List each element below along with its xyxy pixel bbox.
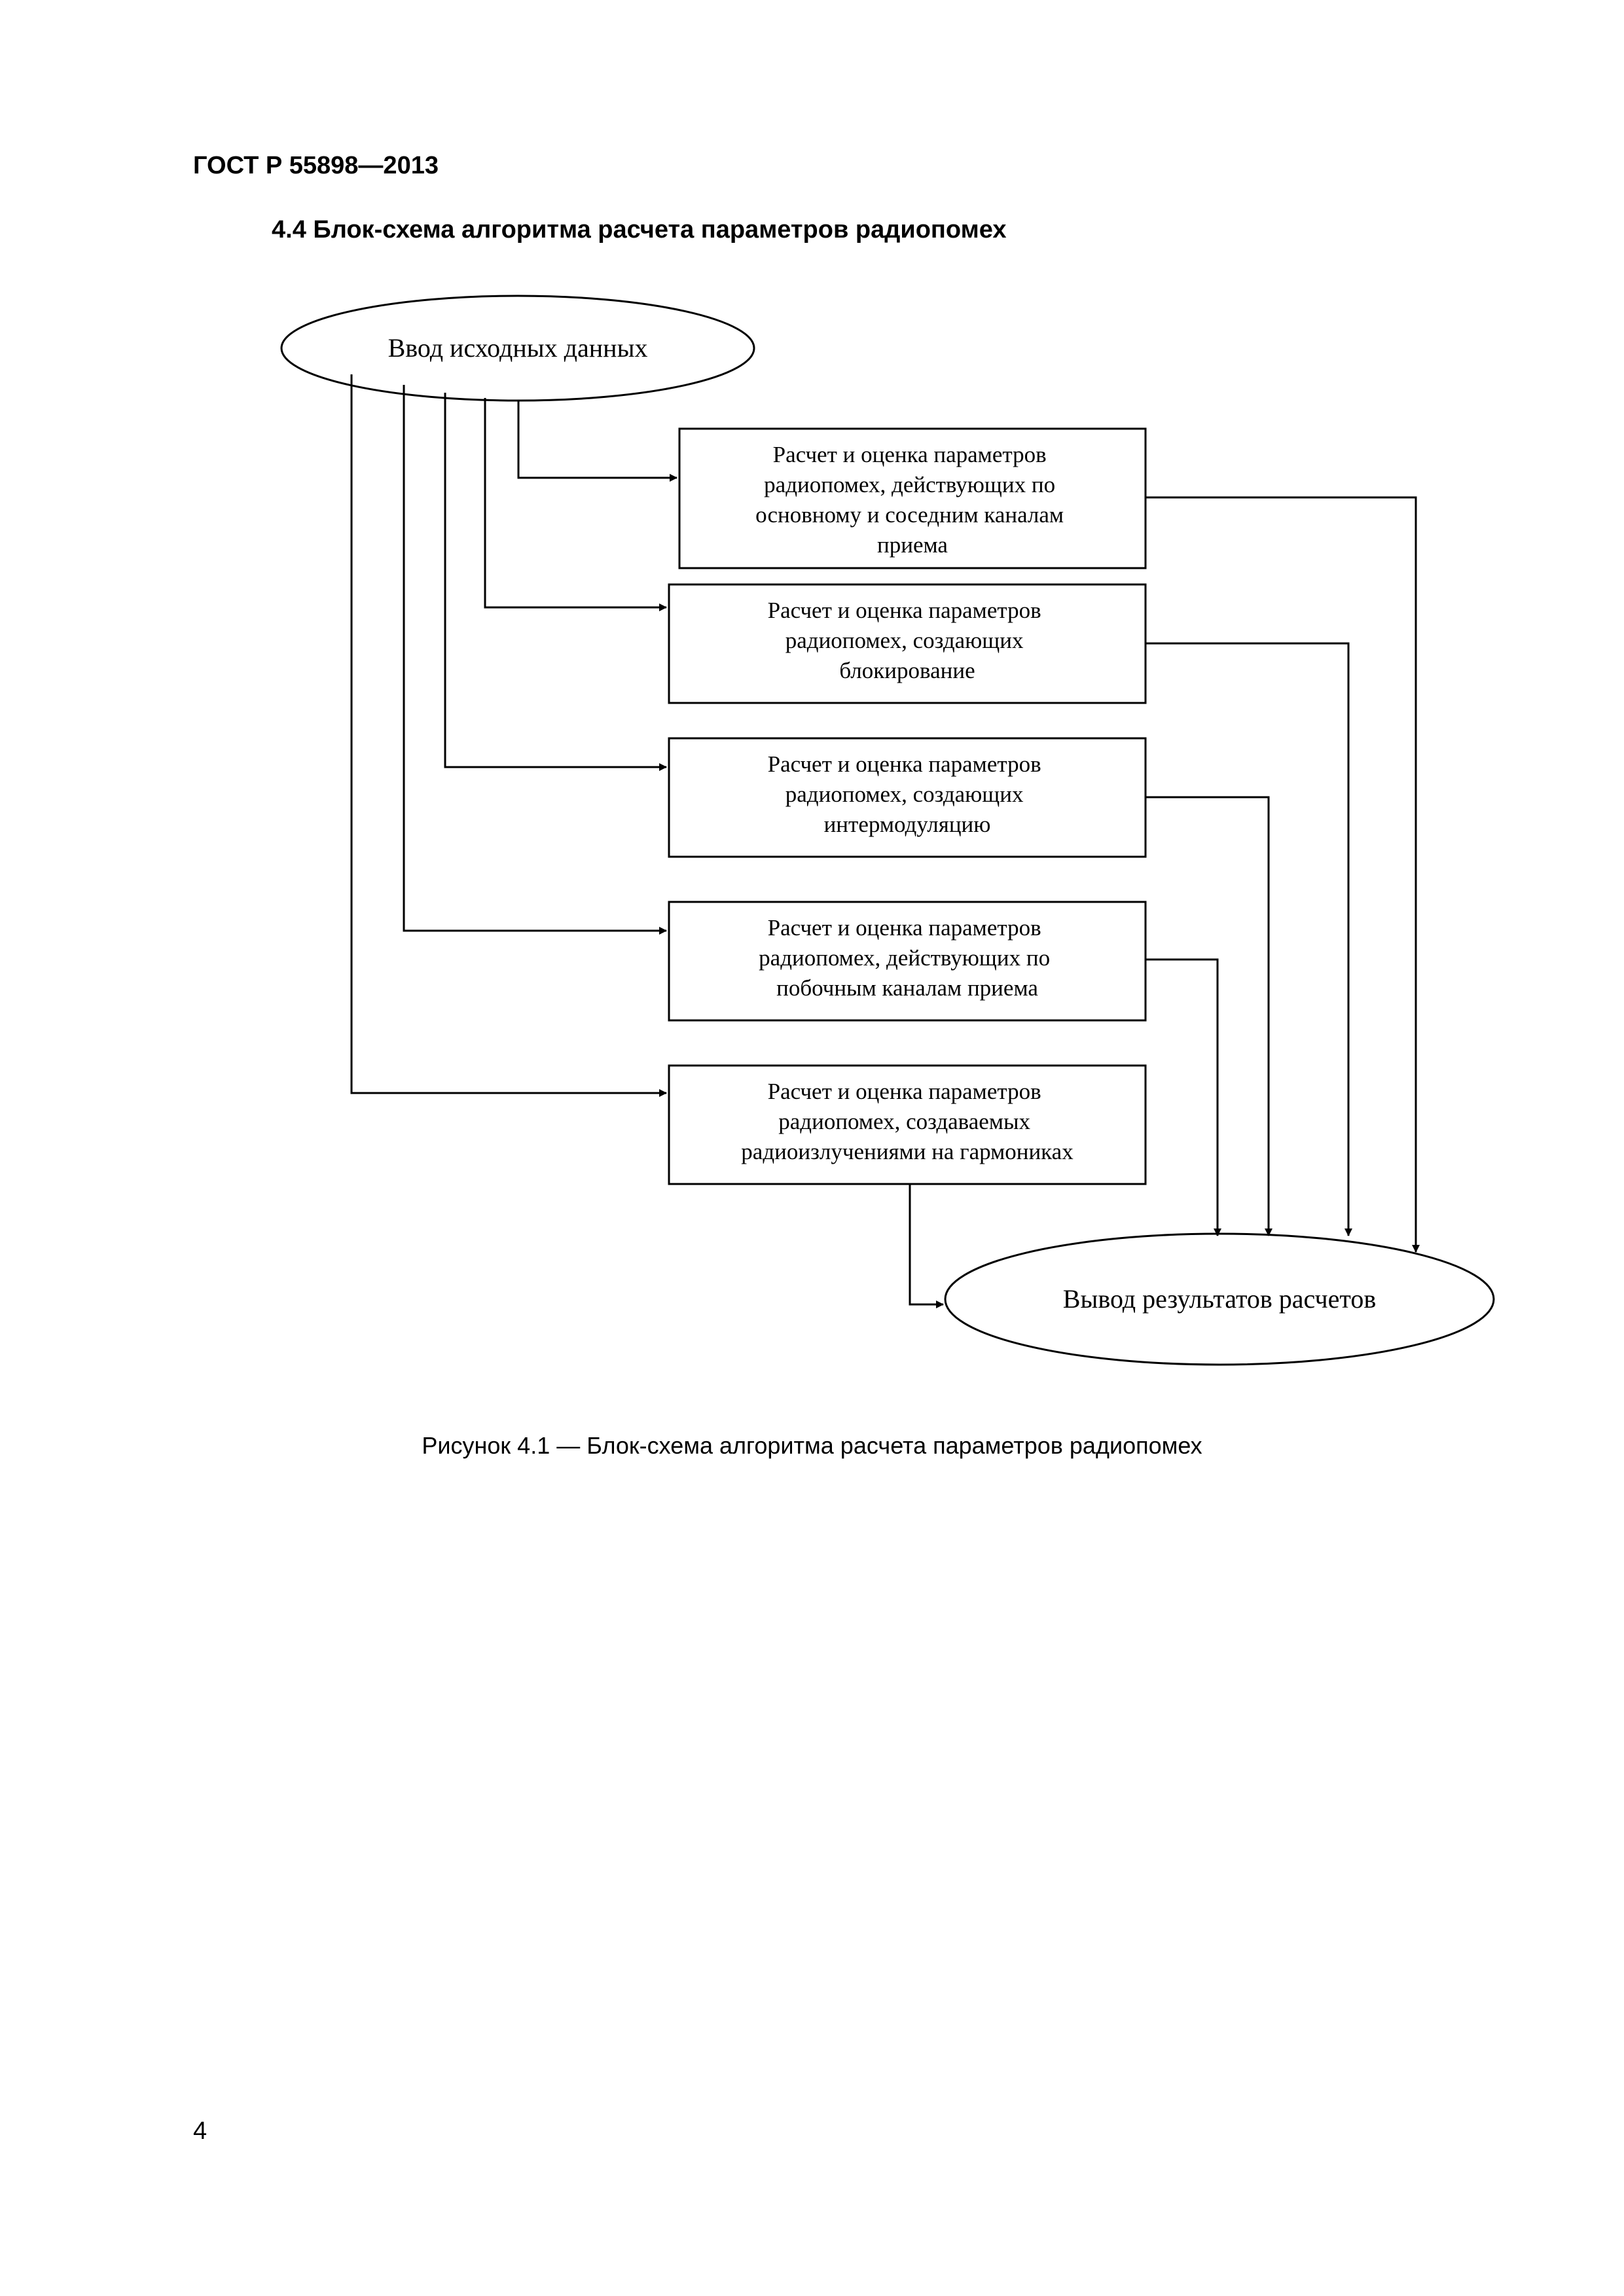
block-4-text: Расчет и оценка параметров радиопомех, д… [759,915,1056,1001]
connector-block-2-end [1146,642,1352,1236]
section-title: 4.4 Блок-схема алгоритма расчета парамет… [272,216,1007,243]
connector-start-block-5 [350,374,667,1097]
end-label: Вывод результатов расчетов [1063,1284,1376,1314]
connector-start-block-1 [517,401,677,482]
flowchart-diagram: Ввод исходных данных Расчет и оценка пар… [280,295,1495,1366]
block-4 [668,901,1147,1022]
connector-block-5-end [909,1184,944,1308]
page-number: 4 [193,2117,208,2145]
connector-start-block-2 [484,398,667,611]
block-2-text: Расчет и оценка параметров радиопомех, с… [768,598,1047,683]
connector-block-1-end [1146,496,1420,1253]
document-code: ГОСТ Р 55898—2013 [193,152,439,179]
block-3 [668,737,1147,858]
connector-block-4-end [1146,958,1221,1236]
block-5-text: Расчет и оценка параметров радиопомех, с… [741,1079,1074,1164]
block-1-text: Расчет и оценка параметров радиопомех, д… [755,442,1070,558]
start-label: Ввод исходных данных [388,333,648,363]
figure-caption: Рисунок 4.1 — Блок-схема алгоритма расче… [422,1432,1202,1459]
connector-start-block-3 [444,393,667,771]
block-5 [668,1064,1147,1185]
connector-block-3-end [1146,796,1272,1236]
connector-start-block-4 [403,385,667,935]
block-3-text: Расчет и оценка параметров радиопомех, с… [768,751,1047,837]
